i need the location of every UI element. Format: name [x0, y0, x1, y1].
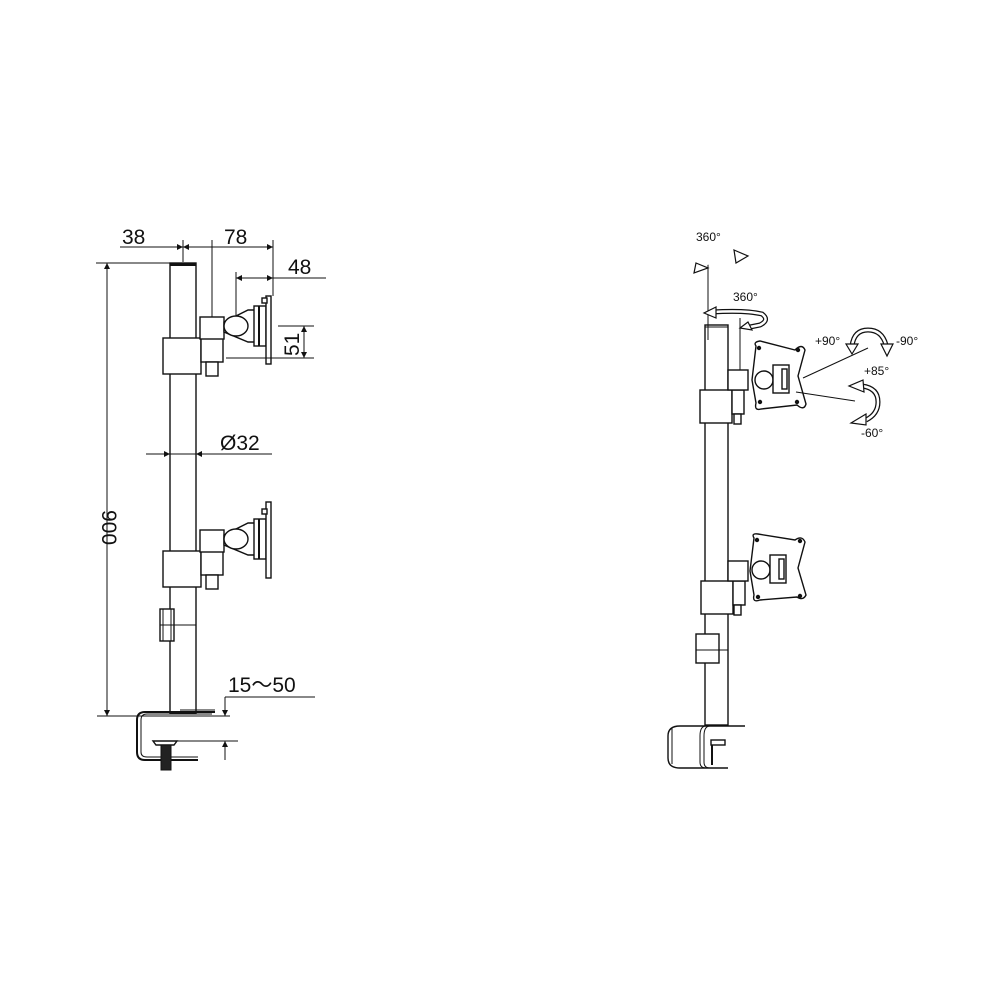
dim-diameter-label: Ø32: [220, 432, 260, 455]
arm-rotation-indicator: 360°: [702, 290, 768, 331]
desk-clamp-perspective: [667, 725, 745, 769]
dim-38: 38: [120, 226, 184, 262]
pole-perspective: [704, 255, 729, 726]
upper-mount-head: [162, 295, 272, 377]
tilt-axis: [795, 391, 856, 402]
dim-48: 48: [235, 256, 326, 316]
dim-diameter-32: Ø32: [146, 432, 272, 457]
dim-900-label: 900: [97, 510, 120, 545]
dim-clamp-range-label: 15～50: [228, 674, 296, 697]
tilt-up-label: +85°: [864, 364, 889, 378]
rotate-minus-label: -90°: [896, 334, 918, 348]
dim-48-label: 48: [288, 256, 311, 279]
dim-900: 900: [96, 262, 230, 717]
dim-51-label: 51: [281, 333, 304, 356]
cable-clip-perspective: [695, 633, 728, 664]
pole: [169, 262, 197, 714]
perspective-view: 360° 360° +90° -90° +85°: [667, 230, 918, 769]
cable-clip: [159, 608, 196, 642]
rotate-arrow-icon: [880, 343, 894, 358]
desk-clamp: [136, 709, 215, 771]
dim-clamp-range: 15～50: [176, 674, 315, 760]
pole-rotation-indicator: 360°: [684, 230, 750, 274]
screen-rotation-indicator: +90° -90°: [815, 327, 918, 358]
lower-mount-head: [162, 501, 272, 590]
side-view: 38 78 48 51 Ø32: [96, 226, 326, 771]
upper-vesa-head: [699, 318, 807, 425]
rotation-axis: [802, 347, 869, 379]
arm-swivel-label: 360°: [733, 290, 758, 304]
dim-78: 78: [183, 226, 274, 317]
pole-swivel-label: 360°: [696, 230, 721, 244]
tilt-indicator: +85° -60°: [847, 364, 889, 440]
rotate-arrow-icon: [738, 321, 754, 331]
rotate-plus-label: +90°: [815, 334, 840, 348]
dim-78-label: 78: [224, 226, 247, 249]
tilt-arrow-icon: [849, 412, 867, 426]
rotate-arrow-icon: [844, 343, 860, 356]
rotate-arrow-icon: [733, 249, 750, 264]
dim-38-label: 38: [122, 226, 145, 249]
tilt-arrow-icon: [847, 379, 865, 393]
tilt-down-label: -60°: [861, 426, 883, 440]
dim-51: 51: [226, 325, 314, 359]
rotate-arrow-icon: [693, 262, 710, 274]
rotate-arrow-icon: [702, 306, 717, 319]
lower-vesa-head: [700, 533, 807, 616]
